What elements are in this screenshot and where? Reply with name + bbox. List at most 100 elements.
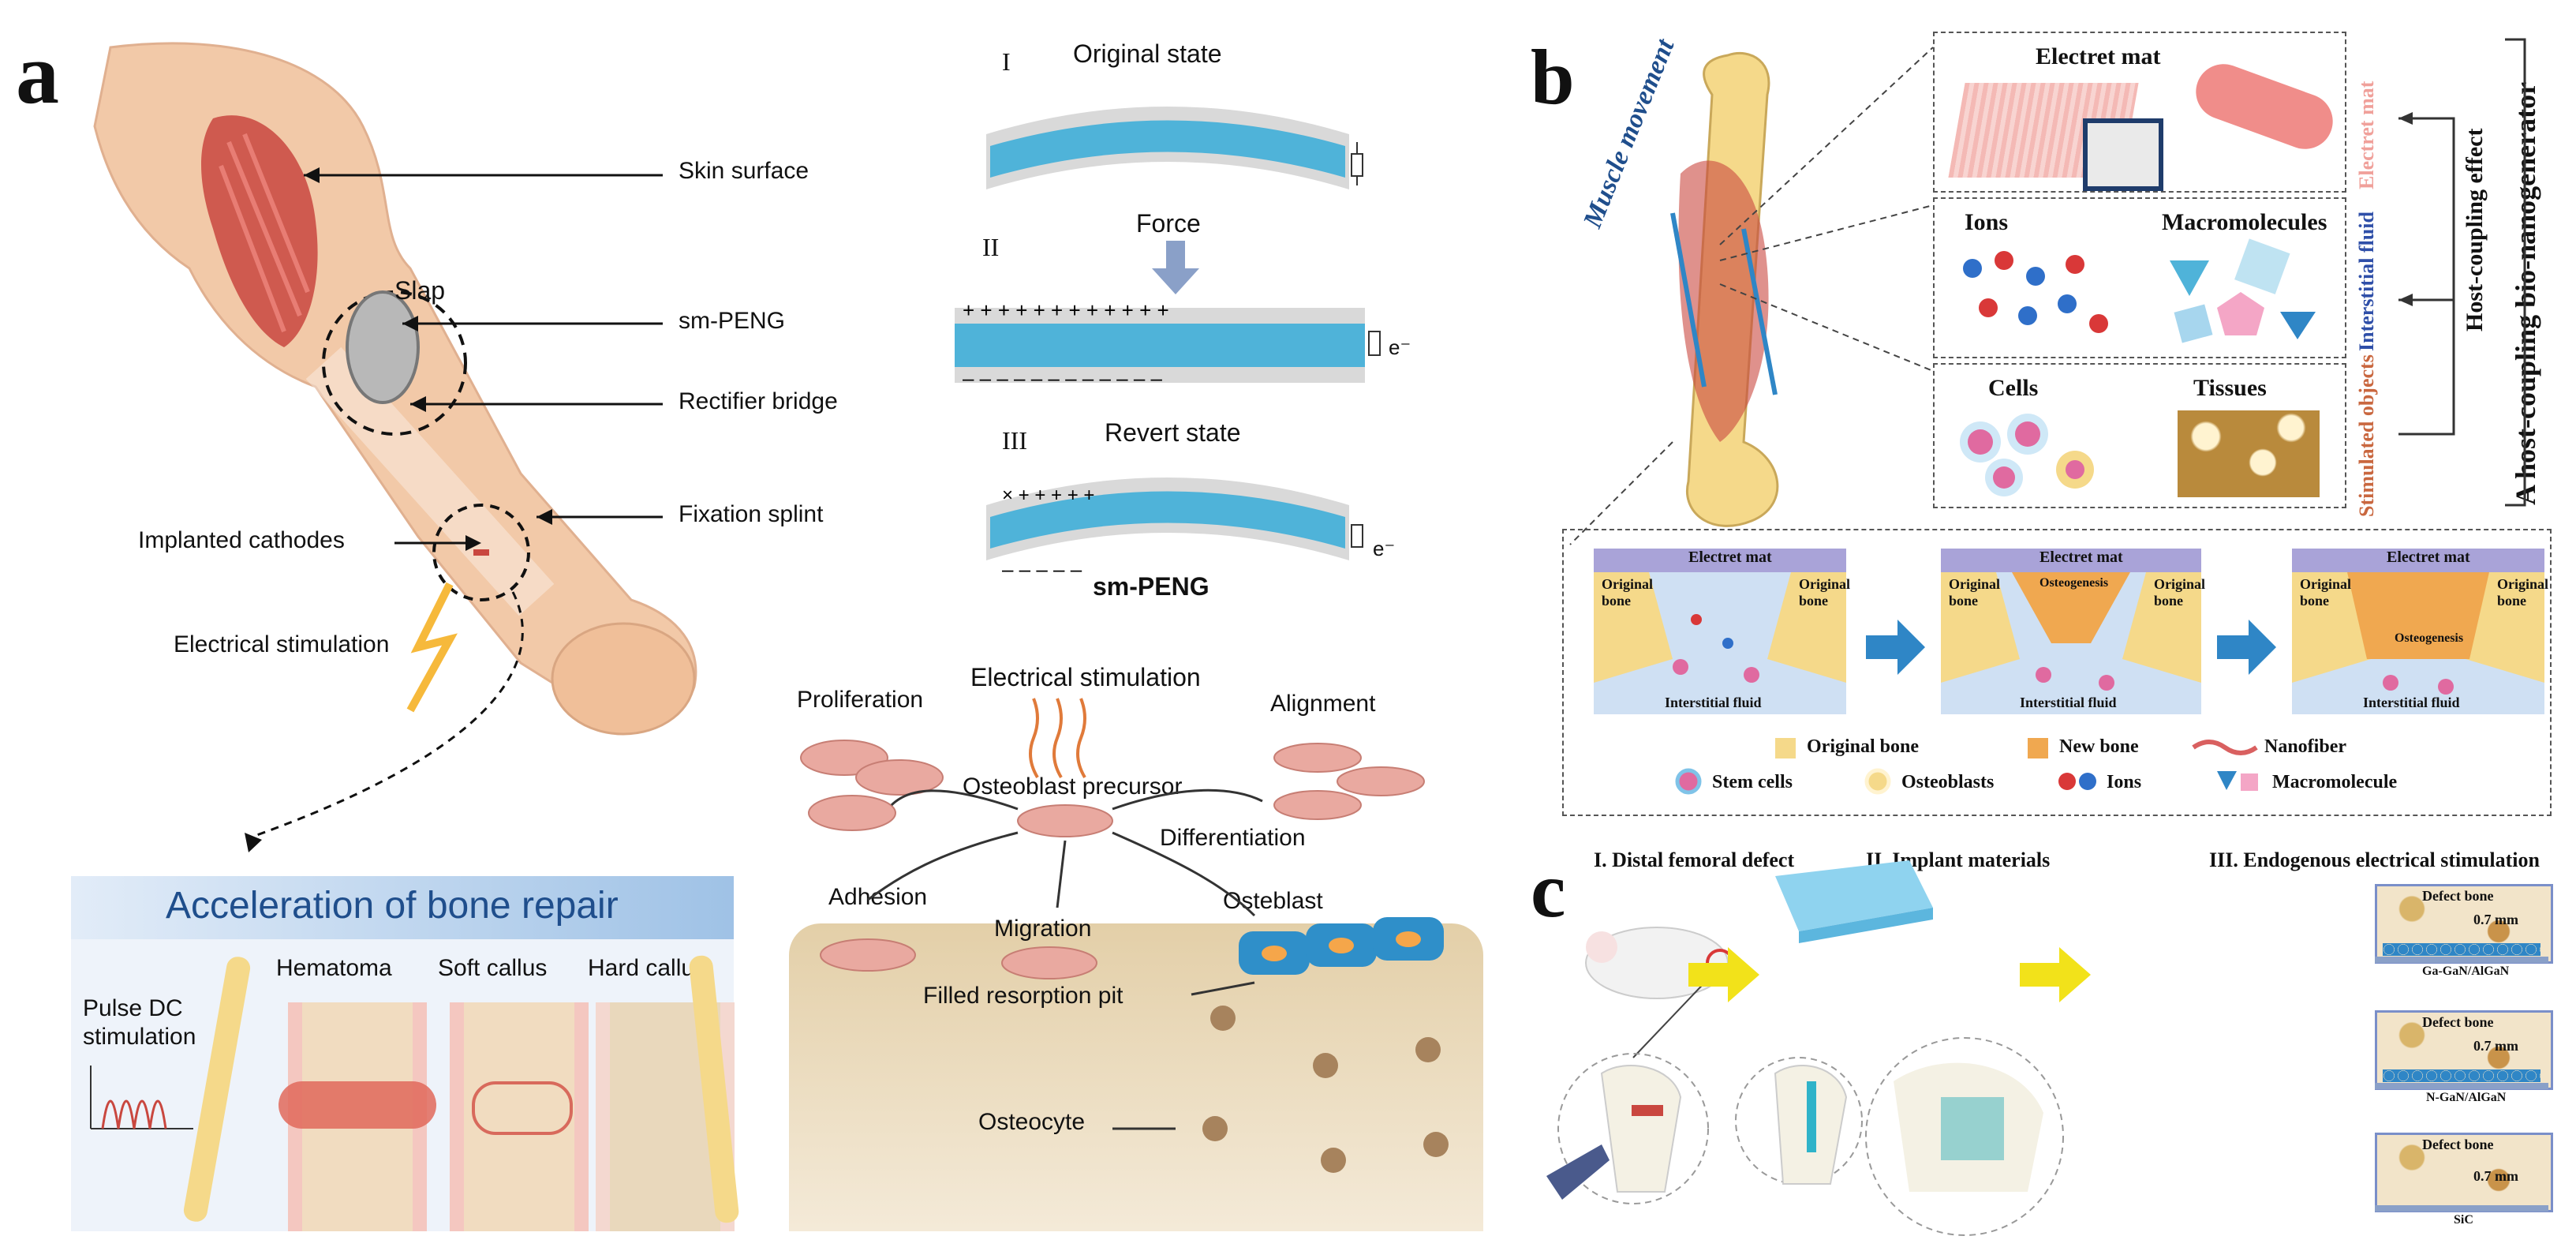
stage1-orig-right: Original bone	[1799, 576, 1851, 609]
osteocyte-label: Osteocyte	[978, 1109, 1086, 1135]
stage2-fluid: Interstitial fluid	[2020, 695, 2117, 710]
svg-text:– – – – – – – –: – – – – – – – – – – – –	[963, 366, 1163, 390]
arm-graphic	[93, 42, 697, 736]
legend-macromolecule: Macromolecule	[2272, 772, 2398, 792]
peng-original	[986, 107, 1363, 189]
sm-peng-caption: sm-PENG	[1093, 572, 1209, 601]
panel-a: a Skin surface Slap sm-PENG Rec	[16, 25, 1491, 1231]
stage3-orig-right: Original bone	[2497, 576, 2549, 609]
legend-osteoblasts: Osteoblasts	[1901, 772, 1995, 792]
panel-c-graphics	[1546, 860, 2091, 1236]
svg-text:× + + + + +: × + + + + +	[1002, 485, 1094, 506]
host-coupling-brackets	[2398, 112, 2455, 436]
thickness-1: 0.7 mm	[2473, 912, 2518, 927]
legend-ions: Ions	[2107, 772, 2142, 792]
panel-c: c I. Distal femoral defect II. Implant m…	[1515, 829, 2576, 1251]
legend-new-bone: New bone	[2059, 736, 2139, 757]
title-bracket	[2505, 38, 2526, 507]
peng-pressed: + + + + + + + + + + + + – – – – – – – – …	[955, 298, 1381, 390]
peng-revert: × + + + + + – – – – –	[986, 478, 1363, 581]
material-label-2: N-GaN/AlGaN	[2426, 1091, 2507, 1104]
bone-repair-title: Acceleration of bone repair	[166, 885, 619, 927]
alignment-label: Alignment	[1270, 691, 1376, 717]
tissues-graphic	[2178, 410, 2320, 497]
sample-stack-1: Defect bone 0.7 mm Ga-GaN/AlGaN	[2375, 884, 2553, 979]
label-sm-peng: sm-PENG	[679, 308, 785, 334]
bone-repair-banner: Acceleration of bone repair	[71, 876, 734, 939]
macromolecules-graphic	[2170, 238, 2316, 343]
ground	[789, 923, 1483, 1231]
step-3-title: III. Endogenous electrical stimulation	[2209, 848, 2540, 871]
electret-mat-sample	[2083, 118, 2163, 191]
hematoma-bone	[279, 1002, 436, 1231]
step-1-title: I. Distal femoral defect	[1594, 848, 1795, 871]
label-electrical-stimulation: Electrical stimulation	[174, 631, 390, 657]
side-stim-label: Stimulated objects	[2355, 354, 2378, 517]
stage2-mat: Electret mat	[2039, 549, 2123, 566]
legend-original-bone: Original bone	[1807, 736, 1920, 757]
stim-squiggles	[1029, 698, 1086, 779]
sample-stack-2: Defect bone 0.7 mm N-GaN/AlGaN	[2375, 1010, 2553, 1105]
label-implanted-cathodes: Implanted cathodes	[138, 527, 345, 553]
defect-label-3: Defect bone	[2422, 1137, 2494, 1152]
svg-text:+ + + + + + + +: + + + + + + + + + + + +	[963, 298, 1169, 322]
state-1-number: I	[1002, 47, 1011, 76]
stage3-osteogenesis: Osteogenesis	[2395, 631, 2464, 645]
stage2-orig-right: Original bone	[2154, 576, 2206, 609]
cells-box	[1933, 363, 2346, 508]
state-3-title: Revert state	[1105, 418, 1241, 447]
thickness-3: 0.7 mm	[2473, 1168, 2518, 1184]
force-arrow	[1152, 241, 1199, 294]
stage3-mat: Electret mat	[2387, 549, 2470, 566]
electron-label-3: e⁻	[1373, 537, 1396, 560]
hard-callus-label: Hard callus	[588, 955, 707, 981]
cell-estim-label: Electrical stimulation	[970, 663, 1201, 691]
resorption-pit-label: Filled resorption pit	[923, 983, 1123, 1009]
label-fixation-splint: Fixation splint	[679, 501, 824, 527]
migration-label: Migration	[994, 916, 1092, 942]
precursor-label: Osteoblast precursor	[963, 773, 1183, 800]
stage3-fluid: Interstitial fluid	[2363, 695, 2460, 710]
stage1-fluid: Interstitial fluid	[1665, 695, 1762, 710]
pulse-dc-label: Pulse DC stimulation	[83, 995, 196, 1050]
cells-title: Cells	[1988, 375, 2039, 401]
ions-title: Ions	[1965, 209, 2009, 235]
cell-graphics	[800, 740, 1449, 1173]
stage1-mat: Electret mat	[1688, 549, 1772, 566]
stage3-orig-left: Original bone	[2300, 576, 2352, 609]
electret-mat-box	[1933, 32, 2346, 193]
arm-illustration	[79, 32, 726, 781]
stage1-orig-left: Original bone	[1602, 576, 1654, 609]
legend-nanofiber: Nanofiber	[2264, 736, 2346, 757]
cell-effects-panel: Electrical stimulation Proliferation Ali…	[781, 624, 1491, 1231]
arm-arrows	[245, 167, 663, 852]
state-1-title: Original state	[1073, 39, 1222, 68]
hematoma-label: Hematoma	[276, 955, 392, 981]
panel-b: b Muscle movement Electret mat Ions Macr…	[1515, 0, 2576, 821]
macro-title: Macromolecules	[2162, 209, 2327, 235]
legend-stem-cells: Stem cells	[1712, 772, 1793, 792]
material-label-3: SiC	[2454, 1213, 2473, 1227]
label-skin-surface: Skin surface	[679, 158, 809, 184]
host-coupling-effect-label: Host-coupling effect	[2462, 128, 2488, 331]
state-2-number: II	[982, 233, 1000, 261]
label-slap: Slap	[394, 276, 446, 305]
differentiation-label: Differentiation	[1160, 825, 1306, 851]
ions-graphic	[1963, 251, 2108, 333]
stage2-orig-left: Original bone	[1949, 576, 2001, 609]
soft-callus-label: Soft callus	[438, 955, 548, 981]
bone-repair-panel: Acceleration of bone repair Pulse DC sti…	[71, 876, 740, 1231]
sample-stack-3: Defect bone 0.7 mm SiC	[2375, 1133, 2553, 1227]
panel-a-letter: a	[16, 25, 59, 122]
panel-c-letter: c	[1531, 846, 1566, 934]
connector-lines	[1569, 47, 1934, 545]
soft-callus-bone	[450, 1002, 589, 1231]
bone-healing-stages	[1594, 549, 2544, 714]
adhesion-label: Adhesion	[828, 884, 928, 910]
stage2-osteogenesis: Osteogenesis	[2039, 576, 2109, 590]
tissues-title: Tissues	[2193, 375, 2267, 401]
proliferation-label: Proliferation	[797, 687, 924, 713]
defect-label-2: Defect bone	[2422, 1014, 2494, 1030]
bone-healing-stages-box	[1562, 529, 2552, 816]
force-label: Force	[1136, 209, 1201, 238]
